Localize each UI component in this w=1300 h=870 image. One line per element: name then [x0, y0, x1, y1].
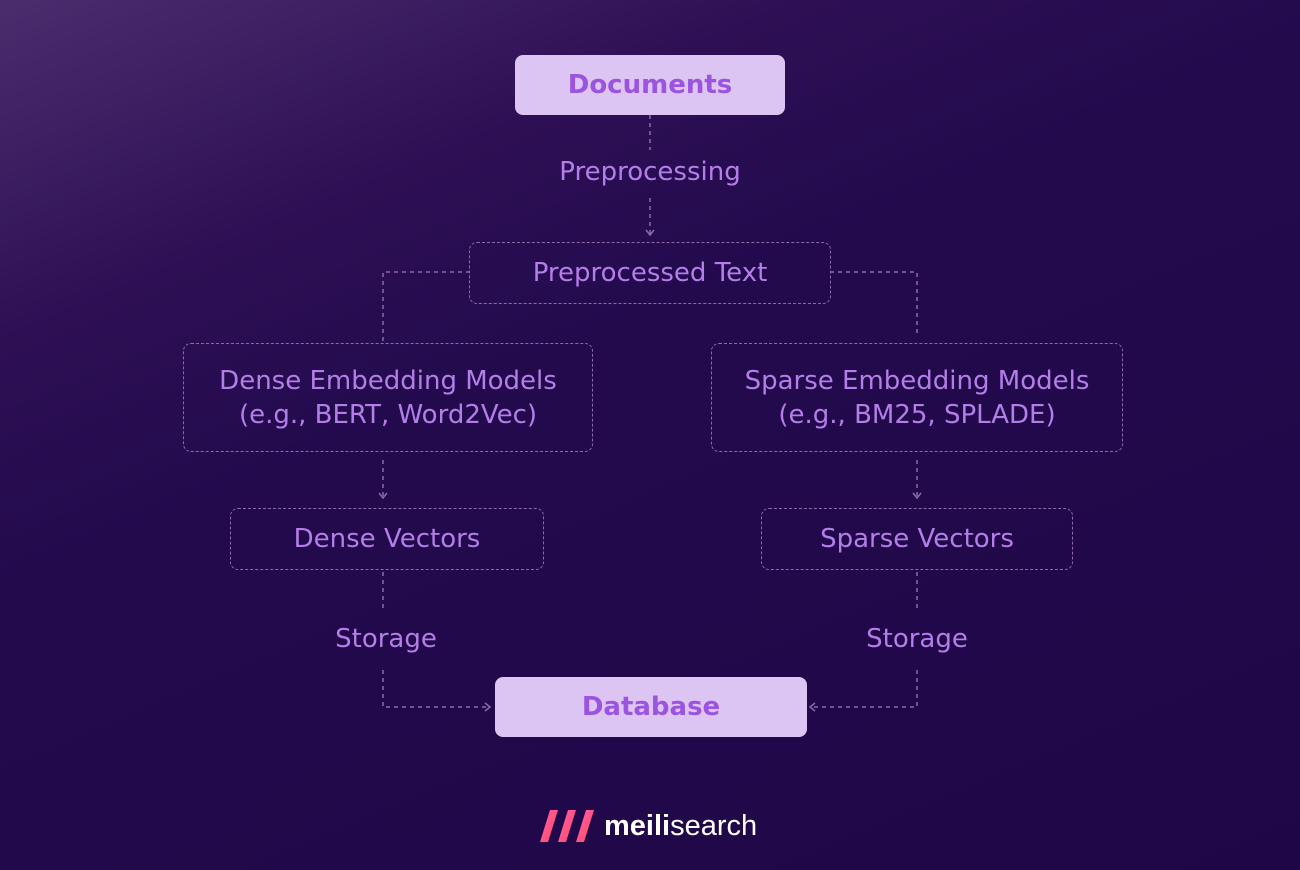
preprocessed-text-label: Preprocessed Text: [532, 258, 768, 288]
database-node: Database: [495, 677, 807, 737]
preprocessed-text-node: Preprocessed Text: [469, 242, 831, 304]
dense-models-line2: (e.g., BERT, Word2Vec): [238, 399, 538, 430]
meilisearch-logo: meilisearch: [538, 804, 757, 848]
documents-label: Documents: [567, 70, 733, 100]
dense-vectors-label: Dense Vectors: [293, 524, 481, 554]
dense-vectors-node: Dense Vectors: [230, 508, 544, 570]
sparse-models-line1: Sparse Embedding Models: [744, 365, 1090, 396]
storage-right-label: Storage: [866, 624, 968, 654]
dense-models-line1: Dense Embedding Models: [219, 365, 557, 396]
brand-name-rest: search: [670, 809, 758, 842]
preprocessing-label: Preprocessing: [559, 157, 741, 187]
dense-embedding-models-node: Dense Embedding Models (e.g., BERT, Word…: [183, 343, 593, 452]
storage-left-label: Storage: [335, 624, 437, 654]
sparse-embedding-models-node: Sparse Embedding Models (e.g., BM25, SPL…: [711, 343, 1123, 452]
brand-name-bold: meili: [604, 809, 671, 842]
sparse-vectors-label: Sparse Vectors: [820, 524, 1014, 554]
database-label: Database: [581, 692, 721, 722]
sparse-vectors-node: Sparse Vectors: [761, 508, 1073, 570]
meilisearch-logo-icon: [540, 810, 594, 842]
meilisearch-wordmark: meilisearch: [604, 810, 757, 843]
sparse-models-line2: (e.g., BM25, SPLADE): [778, 399, 1056, 430]
documents-node: Documents: [515, 55, 785, 115]
